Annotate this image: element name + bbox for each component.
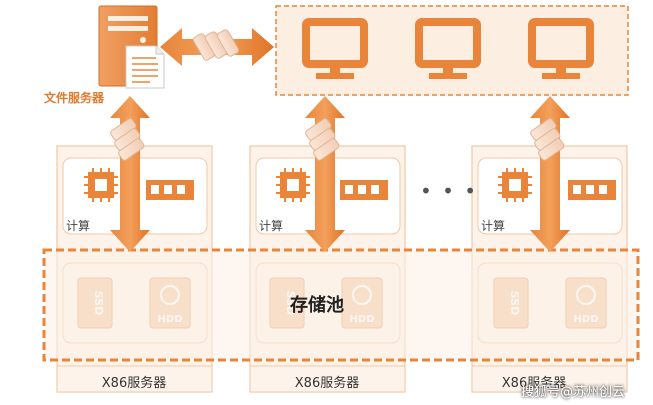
hdd-icon: HDD: [149, 277, 191, 329]
hdd-icon: HDD: [565, 277, 607, 329]
memory-icon: [340, 180, 388, 200]
storage-pool-label: 存储池: [290, 295, 344, 316]
cpu-icon: [276, 168, 310, 202]
ssd-icon: SSD: [269, 277, 305, 329]
ssd-icon: SSD: [77, 277, 113, 329]
compute-label: 计算: [66, 219, 91, 233]
clients-group: [275, 5, 629, 96]
svg-text:HDD: HDD: [158, 314, 183, 325]
network-connector-icon: [530, 118, 565, 161]
network-connector-icon: [110, 118, 145, 161]
watermark: 搜狐号@苏州创云: [521, 385, 626, 400]
cpu-icon: [498, 168, 532, 202]
svg-text:SSD: SSD: [92, 291, 105, 315]
hdd-icon: HDD: [341, 277, 383, 329]
svg-text:SSD: SSD: [508, 291, 521, 315]
network-connector-icon: [305, 118, 340, 161]
network-connector-icon: [192, 29, 240, 61]
file-server-label: 文件服务器: [44, 91, 105, 105]
monitor-icon: [528, 18, 594, 79]
server-label: X86服务器: [101, 376, 167, 391]
data-path-arrow: [305, 96, 345, 252]
memory-icon: [146, 180, 194, 200]
svg-text:HDD: HDD: [574, 314, 599, 325]
more-servers-ellipsis: • • •: [420, 179, 479, 203]
svg-text:SSD: SSD: [284, 291, 297, 315]
network-arrow-horizontal: [160, 28, 274, 66]
cpu-icon: [84, 168, 118, 202]
compute-label: 计算: [481, 219, 506, 233]
server-label: X86服务器: [501, 376, 567, 391]
compute-label: 计算: [259, 219, 284, 233]
storage-pool-box: [42, 248, 640, 362]
monitor-icon: [302, 18, 368, 79]
memory-icon: [568, 180, 616, 200]
data-path-arrow: [530, 96, 570, 252]
server-label: X86服务器: [294, 376, 360, 391]
data-path-arrow: [110, 96, 150, 252]
svg-text:HDD: HDD: [350, 314, 375, 325]
document-icon: [125, 45, 165, 89]
file-server-icon: [98, 5, 165, 89]
monitor-icon: [415, 18, 481, 79]
ssd-icon: SSD: [493, 277, 529, 329]
